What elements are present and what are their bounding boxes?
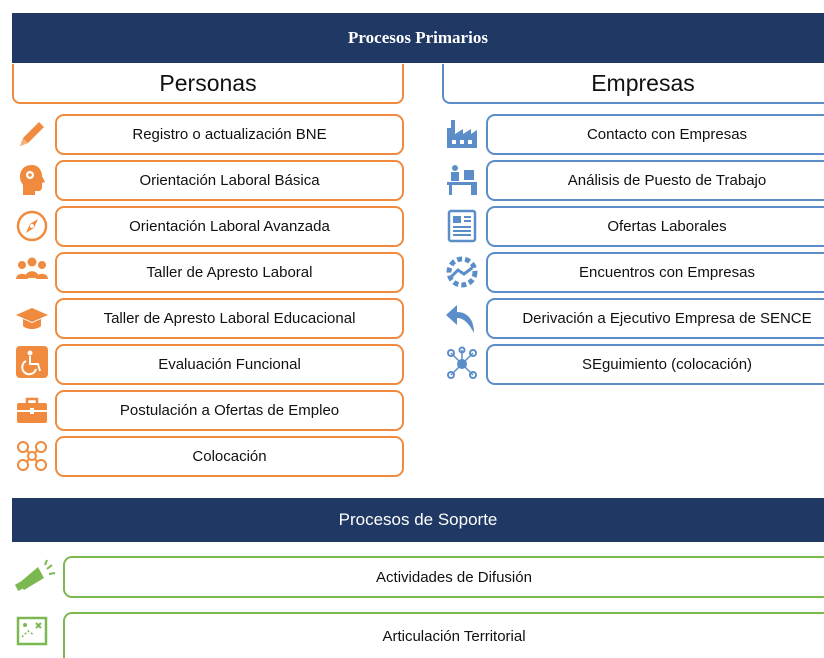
personas-item-colocacion[interactable]: Colocación bbox=[55, 436, 404, 477]
personas-item-taller-apresto[interactable]: Taller de Apresto Laboral bbox=[55, 252, 404, 293]
empresas-item-ofertas[interactable]: Ofertas Laborales bbox=[486, 206, 824, 247]
empresas-item-label: Encuentros con Empresas bbox=[579, 264, 755, 281]
compass-icon bbox=[16, 210, 48, 242]
personas-item-label: Orientación Laboral Avanzada bbox=[129, 218, 330, 235]
network-people-icon bbox=[17, 441, 47, 471]
support-processes-banner: Procesos de Soporte bbox=[12, 498, 824, 542]
graduation-cap-icon bbox=[16, 308, 48, 329]
personas-item-label: Taller de Apresto Laboral Educacional bbox=[103, 310, 356, 327]
personas-item-label: Orientación Laboral Básica bbox=[139, 172, 320, 189]
primary-processes-banner: Procesos Primarios bbox=[12, 13, 824, 63]
empresas-item-label: Ofertas Laborales bbox=[607, 218, 727, 235]
group-people-icon bbox=[16, 257, 48, 279]
personas-item-label: Colocación bbox=[192, 448, 267, 465]
empresas-item-derivacion[interactable]: Derivación a Ejecutivo Empresa de SENCE bbox=[486, 298, 824, 339]
soporte-item-articulacion[interactable]: Articulación Territorial bbox=[63, 612, 824, 658]
personas-header: Personas bbox=[12, 64, 404, 104]
empresas-header-label: Empresas bbox=[591, 69, 695, 96]
empresas-item-label: Análisis de Puesto de Trabajo bbox=[567, 172, 767, 189]
personas-item-label: Postulación a Ofertas de Empleo bbox=[119, 402, 340, 419]
personas-item-label: Taller de Apresto Laboral bbox=[146, 264, 313, 281]
newspaper-icon bbox=[447, 209, 477, 243]
soporte-item-difusion[interactable]: Actividades de Difusión bbox=[63, 556, 824, 598]
map-icon bbox=[16, 616, 48, 646]
empresas-item-label: Derivación a Ejecutivo Empresa de SENCE bbox=[522, 310, 812, 327]
undo-arrow-icon bbox=[446, 305, 474, 333]
head-gears-icon bbox=[20, 165, 45, 195]
pencil-icon bbox=[20, 122, 44, 146]
primary-processes-title: Procesos Primarios bbox=[348, 28, 488, 47]
desk-icon bbox=[447, 165, 477, 195]
empresas-item-label: SEguimiento (colocación) bbox=[581, 356, 753, 373]
empresas-item-encuentros[interactable]: Encuentros con Empresas bbox=[486, 252, 824, 293]
personas-item-taller-educacional[interactable]: Taller de Apresto Laboral Educacional bbox=[55, 298, 404, 339]
hub-network-icon bbox=[447, 346, 477, 379]
personas-item-orientacion-basica[interactable]: Orientación Laboral Básica bbox=[55, 160, 404, 201]
support-processes-title: Procesos de Soporte bbox=[338, 510, 498, 529]
personas-item-label: Registro o actualización BNE bbox=[132, 126, 327, 143]
wheelchair-icon bbox=[16, 346, 48, 378]
personas-item-orientacion-avanzada[interactable]: Orientación Laboral Avanzada bbox=[55, 206, 404, 247]
soporte-item-label: Articulación Territorial bbox=[382, 627, 526, 645]
personas-item-registro-bne[interactable]: Registro o actualización BNE bbox=[55, 114, 404, 155]
empresas-item-seguimiento[interactable]: SEguimiento (colocación) bbox=[486, 344, 824, 385]
empresas-item-analisis-puesto[interactable]: Análisis de Puesto de Trabajo bbox=[486, 160, 824, 201]
soporte-item-label: Actividades de Difusión bbox=[376, 568, 532, 586]
empresas-item-contacto[interactable]: Contacto con Empresas bbox=[486, 114, 824, 155]
handshake-gear-icon bbox=[446, 256, 478, 288]
personas-item-postulacion[interactable]: Postulación a Ofertas de Empleo bbox=[55, 390, 404, 431]
empresas-item-label: Contacto con Empresas bbox=[586, 126, 748, 143]
factory-icon bbox=[447, 120, 477, 148]
megaphone-icon bbox=[14, 559, 56, 591]
personas-item-label: Evaluación Funcional bbox=[158, 356, 301, 373]
personas-header-label: Personas bbox=[159, 69, 257, 96]
briefcase-icon bbox=[17, 397, 47, 423]
personas-item-evaluacion-funcional[interactable]: Evaluación Funcional bbox=[55, 344, 404, 385]
empresas-header: Empresas bbox=[442, 64, 824, 104]
